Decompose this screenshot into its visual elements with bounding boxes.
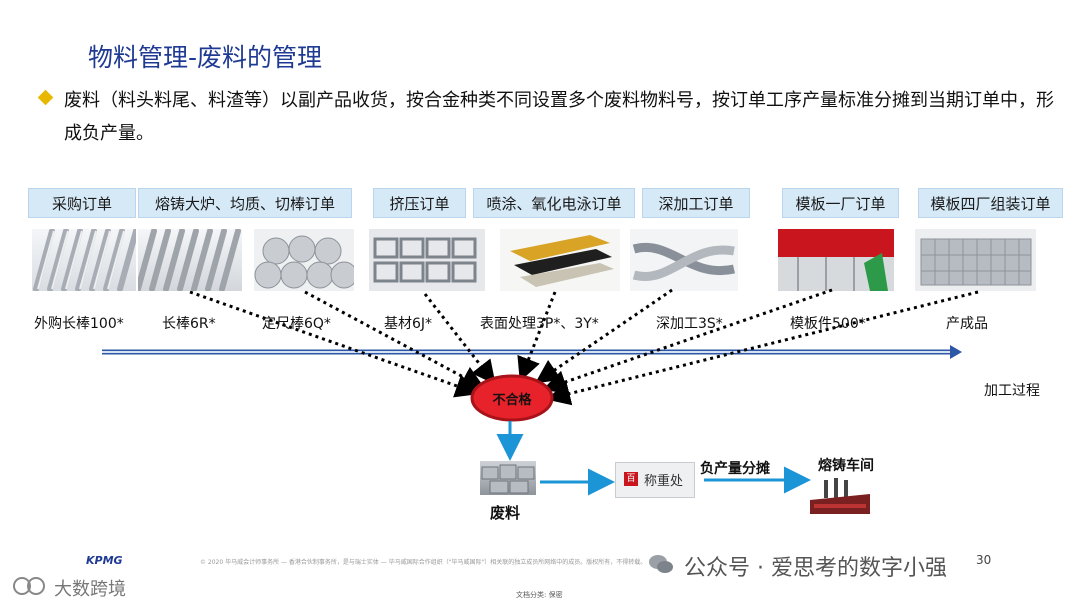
product-label-outsourced-bar: 外购长棒100* xyxy=(34,316,124,332)
product-label-cut-bar: 定尺棒6Q* xyxy=(262,316,331,332)
dotted-arrow-2 xyxy=(304,290,486,389)
dotted-arrow-5 xyxy=(535,288,673,384)
extrusion-profile-image xyxy=(369,229,485,291)
factory-icon xyxy=(810,478,870,514)
product-label-template-part: 模板件500* xyxy=(790,316,866,332)
weigh-station-logo-icon: 百 xyxy=(624,472,638,486)
process-label: 加工过程 xyxy=(984,383,1040,399)
process-arrow xyxy=(102,345,962,359)
long-bar-6r-image xyxy=(138,229,242,291)
dotted-arrow-6 xyxy=(542,288,833,394)
order-box-template-plant1: 模板一厂订单 xyxy=(782,188,899,218)
footer-disclaimer: © 2020 毕马威会计师事务所 — 香港合伙制事务所，是与瑞士实体 — 毕马威… xyxy=(200,559,647,566)
dotted-arrow-3 xyxy=(423,293,496,385)
surface-treatment-image xyxy=(500,229,620,291)
weigh-station-label: 称重处 xyxy=(644,474,684,489)
product-label-finished-product: 产成品 xyxy=(946,316,988,332)
dotted-arrow-1 xyxy=(189,290,480,398)
bullet-text: 废料（料头料尾、料渣等）以副产品收货，按合金种类不同设置多个废料物料号，按订单工… xyxy=(64,90,1054,144)
reject-ellipse xyxy=(470,374,554,422)
scrap-pile-image xyxy=(480,461,536,495)
footer-classification: 文档分类: 保密 xyxy=(516,591,563,599)
template-part-image xyxy=(778,229,894,291)
order-box-casting: 熔铸大炉、均质、切棒订单 xyxy=(138,188,352,218)
allocation-label: 负产量分摊 xyxy=(700,461,770,477)
watermark-left: 大数跨境 xyxy=(54,579,126,600)
product-label-long-bar: 长棒6R* xyxy=(162,316,216,332)
order-box-template-plant4: 模板四厂组装订单 xyxy=(918,188,1063,218)
order-box-deep-processing: 深加工订单 xyxy=(642,188,750,218)
deep-processing-image xyxy=(630,229,738,291)
wechat-icon xyxy=(648,553,674,575)
page-title: 物料管理-废料的管理 xyxy=(88,43,323,72)
kpmg-logo: KPMG xyxy=(86,554,123,567)
scrap-label: 废料 xyxy=(490,504,521,522)
order-box-purchase: 采购订单 xyxy=(28,188,136,218)
dotted-arrow-4 xyxy=(517,291,557,382)
order-box-coating: 喷涂、氧化电泳订单 xyxy=(473,188,635,218)
product-label-surface-treatment: 表面处理3P*、3Y* xyxy=(480,316,599,332)
cut-bar-image xyxy=(254,229,354,291)
product-label-deep-processing: 深加工3S* xyxy=(656,316,723,332)
watermark-right: 公众号 · 爱思考的数字小强 xyxy=(684,556,947,581)
order-box-extrusion: 挤压订单 xyxy=(373,188,466,218)
workshop-label: 熔铸车间 xyxy=(818,458,874,474)
reject-label: 不合格 xyxy=(492,393,532,408)
page-number: 30 xyxy=(976,553,992,567)
product-label-base-material: 基材6J* xyxy=(384,316,433,332)
watermark-logo-icon xyxy=(12,574,48,598)
long-bar-image xyxy=(32,229,136,291)
finished-product-image xyxy=(915,229,1036,291)
dotted-arrow-7 xyxy=(546,290,979,406)
weighing-station-sign: 百 称重处 xyxy=(615,462,695,498)
